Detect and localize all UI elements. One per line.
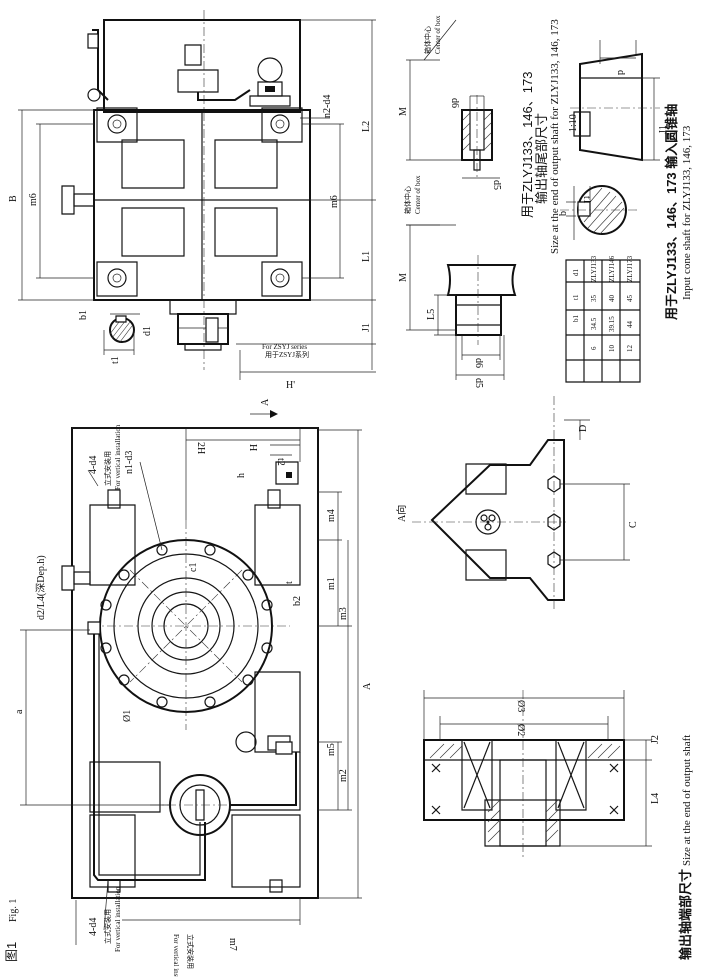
box-center-cn-lower: 箱体中心 bbox=[403, 186, 412, 214]
table-r1-t1: 39.15 bbox=[608, 316, 616, 332]
box-center-en-upper: Center of box bbox=[434, 15, 442, 54]
tail-en: Size at the end of output shaft for ZLYJ… bbox=[549, 19, 561, 254]
dim-L4: L4 bbox=[650, 793, 661, 804]
dim-t1: t1 bbox=[110, 356, 121, 364]
input-cone-shaft bbox=[560, 40, 660, 240]
box-center-en-lower: Center of box bbox=[414, 175, 422, 214]
table-r2-d1: 45 bbox=[626, 295, 634, 303]
dim-t-cone: t1 bbox=[581, 196, 592, 204]
dim-m3: m3 bbox=[338, 607, 349, 620]
dim-n1d3: n1-d3 bbox=[124, 451, 135, 474]
input-cone-caption-cn: 用于ZLYJ133、146、173 输入圆锥轴 bbox=[664, 104, 679, 321]
output-shaft-caption-en: Size at the end of output shaft bbox=[681, 735, 693, 866]
dim-H-prime: H' bbox=[286, 380, 295, 391]
table-r1-b1: 10 bbox=[608, 345, 616, 353]
dim-m7: m7 bbox=[227, 938, 238, 951]
table-r2-b1: 12 bbox=[626, 345, 634, 353]
table-r1-d1: 40 bbox=[608, 295, 616, 303]
dim-d1: d1 bbox=[142, 326, 153, 336]
dim-m6-right: m6 bbox=[329, 195, 340, 208]
dim-D2: Ø2 bbox=[515, 724, 526, 736]
figure-label-en: Fig. 1 bbox=[8, 899, 19, 922]
dim-D1: Ø1 bbox=[122, 710, 133, 722]
output-shaft-end bbox=[406, 225, 515, 380]
table-r0-name: ZLYJ133 bbox=[590, 255, 598, 282]
box-center-cn-upper: 箱体中心 bbox=[423, 26, 432, 54]
dim-h: h bbox=[236, 473, 247, 478]
dim-t2: t2 bbox=[275, 458, 286, 466]
view-a bbox=[412, 396, 630, 610]
tail-cn-2: 输出轴尾部尺寸 bbox=[534, 113, 549, 204]
tail-shaft bbox=[406, 20, 500, 180]
dim-A: A bbox=[362, 682, 373, 690]
table-r0-b1: 6 bbox=[590, 346, 598, 350]
dim-B: B bbox=[8, 195, 19, 202]
output-shaft-section bbox=[424, 690, 652, 860]
input-cone-caption-en: Input cone shaft for ZLYJ133, 146, 173 bbox=[681, 125, 693, 300]
dim-d6-upper: d6 bbox=[449, 98, 460, 108]
dim-J2: J2 bbox=[650, 735, 661, 744]
dim-m6-left: m6 bbox=[28, 193, 39, 206]
dim-d5-lower: d5 bbox=[473, 378, 484, 388]
table-r0-d1: 35 bbox=[590, 295, 598, 303]
vertical-en-bl: For vertical installation bbox=[114, 886, 122, 952]
dim-c1: c1 bbox=[188, 563, 199, 572]
dim-d5-upper: d5 bbox=[491, 180, 502, 190]
dim-D: D bbox=[578, 425, 589, 432]
dim-m5: m5 bbox=[326, 743, 337, 756]
dim-D3: Ø3 bbox=[515, 700, 526, 712]
dim-L2: L2 bbox=[361, 121, 372, 132]
dim-L1: L1 bbox=[361, 251, 372, 262]
figure-label-cn: 图1 bbox=[4, 942, 19, 962]
for-zsyj-cn: 用于ZSYJ系列 bbox=[265, 350, 309, 359]
output-shaft-caption-cn: 输出轴端部尺寸 bbox=[678, 869, 693, 960]
dim-d6-lower: d6 bbox=[473, 358, 484, 368]
dim-4d4-top: 4-d4 bbox=[88, 456, 99, 474]
dim-b1: b1 bbox=[78, 310, 89, 320]
dim-J1-cone: J1 bbox=[658, 125, 669, 134]
dim-m1: m1 bbox=[326, 577, 337, 590]
dim-a: a bbox=[14, 709, 25, 714]
vertical-cn-bottom: 立式安装用 bbox=[186, 934, 195, 969]
vertical-en-top: For vertical installation bbox=[114, 424, 122, 490]
dim-b-cone: b bbox=[558, 211, 569, 216]
table-r2-t1: 44 bbox=[626, 321, 634, 329]
dim-J1-top: J1 bbox=[361, 323, 372, 332]
table-h-d1: d1 bbox=[572, 269, 580, 277]
dim-4d4-bottom: 4-d4 bbox=[88, 918, 99, 936]
top-view bbox=[18, 10, 376, 380]
table-h-t1: t1 bbox=[572, 294, 580, 300]
dim-H: H bbox=[247, 444, 258, 451]
dim-m4: m4 bbox=[326, 509, 337, 522]
for-zsyj-en: For ZSYJ series bbox=[262, 343, 307, 351]
dim-taper: 1:10 bbox=[568, 114, 579, 132]
dim-A-arrow: A bbox=[260, 398, 271, 406]
tail-cn-1: 用于ZLYJ133、146、173 bbox=[520, 72, 535, 218]
table-r0-t1: 34.5 bbox=[590, 317, 598, 330]
dim-2H: 2H bbox=[195, 442, 206, 454]
dim-d-cone: d bbox=[615, 70, 626, 75]
dim-M-upper: M bbox=[398, 107, 409, 116]
table-r2-name: ZLYJ173 bbox=[626, 255, 634, 282]
dim-t: t bbox=[284, 581, 295, 584]
dim-m2: m2 bbox=[338, 769, 349, 782]
view-a-label: A向 bbox=[395, 505, 408, 522]
oil-plug-label: d2/L4(深Dep.h) bbox=[35, 555, 47, 620]
vertical-en-bottom: For vertical installation bbox=[172, 934, 180, 977]
dim-C: C bbox=[628, 521, 639, 528]
vertical-cn-top: 立式安装用 bbox=[103, 451, 112, 486]
table-h-b1: b1 bbox=[572, 315, 580, 323]
dim-M-lower: M bbox=[398, 273, 409, 282]
dim-L5: L5 bbox=[426, 309, 437, 320]
table-r1-name: ZLYJ146 bbox=[608, 255, 616, 282]
vertical-cn-bl: 立式安装用 bbox=[103, 909, 112, 944]
front-view bbox=[20, 410, 362, 945]
cone-table bbox=[566, 260, 640, 382]
dim-n2d4: n2-d4 bbox=[322, 95, 333, 118]
dim-b2: b2 bbox=[292, 596, 303, 606]
